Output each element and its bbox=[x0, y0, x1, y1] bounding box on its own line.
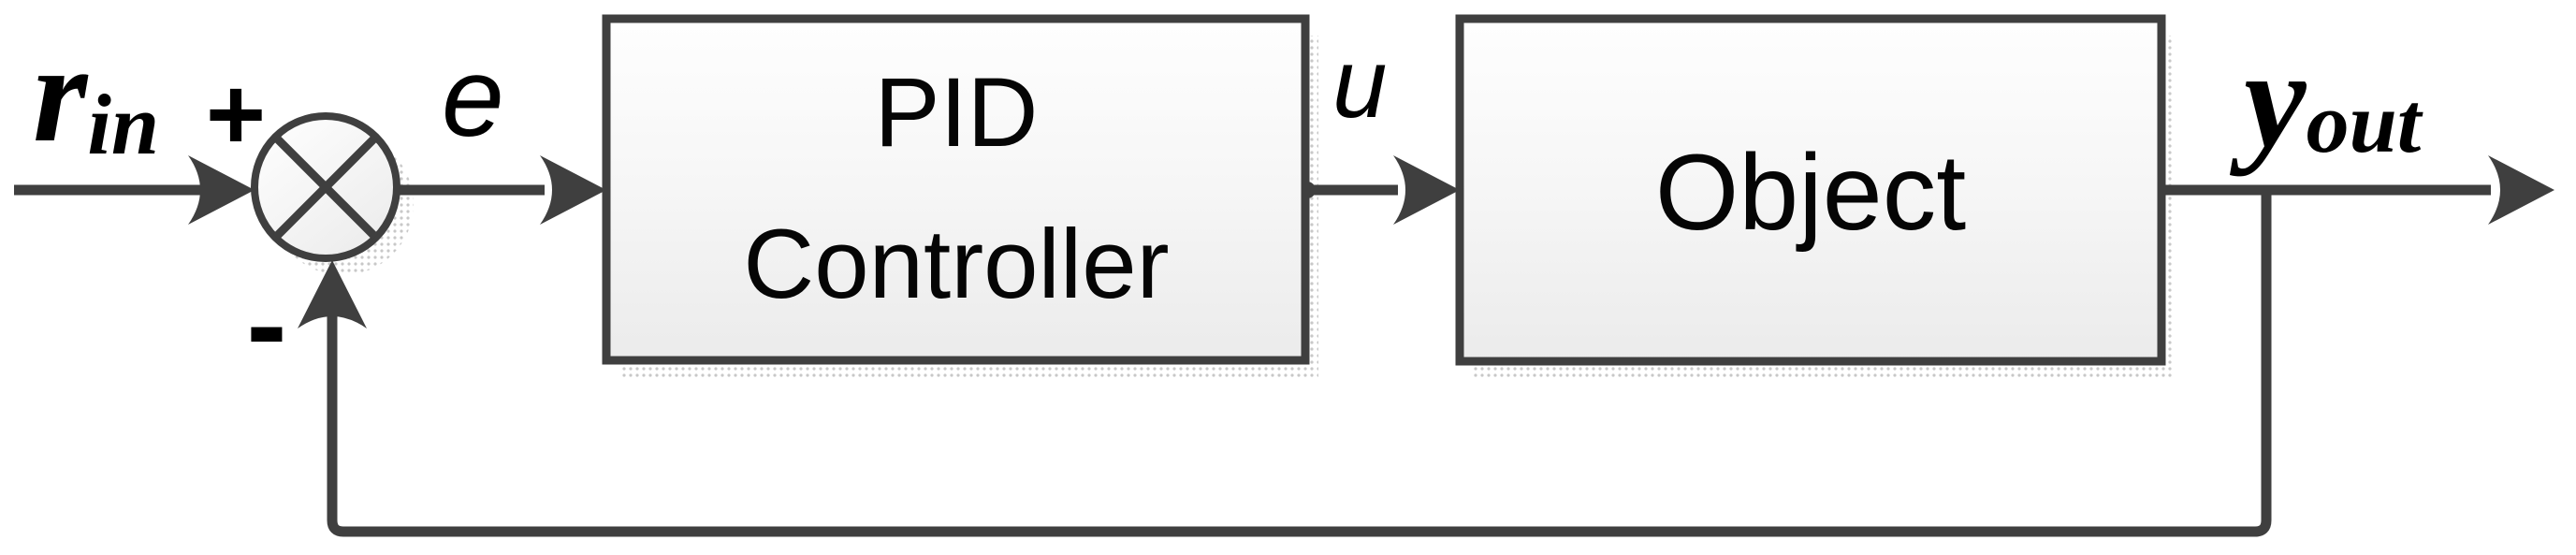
control-signal-label: u bbox=[1332, 29, 1387, 139]
controller-block bbox=[602, 14, 1310, 365]
controller-label-line2: Controller bbox=[743, 210, 1169, 319]
control-arrowhead bbox=[1393, 155, 1460, 225]
controller-label-line1: PID bbox=[874, 58, 1038, 168]
plant-block bbox=[1455, 14, 2166, 366]
reference-signal-subscript: in bbox=[87, 77, 159, 172]
feedback-arrowhead bbox=[298, 260, 367, 329]
sum-minus-sign: - bbox=[246, 256, 286, 392]
reference-arrowhead bbox=[188, 155, 255, 225]
output-signal-subscript: out bbox=[2307, 75, 2423, 170]
error-arrowhead bbox=[540, 155, 606, 225]
plant-label: Object bbox=[1655, 133, 1966, 253]
output-signal-label: yout bbox=[2229, 22, 2423, 177]
reference-signal-label: rin bbox=[33, 16, 159, 172]
feedback-wire bbox=[327, 195, 2272, 537]
error-signal-label: e bbox=[442, 35, 504, 160]
output-arrowhead bbox=[2488, 155, 2554, 225]
sum-junction-cross-line-2 bbox=[272, 134, 379, 241]
sum-plus-sign: + bbox=[206, 57, 266, 172]
